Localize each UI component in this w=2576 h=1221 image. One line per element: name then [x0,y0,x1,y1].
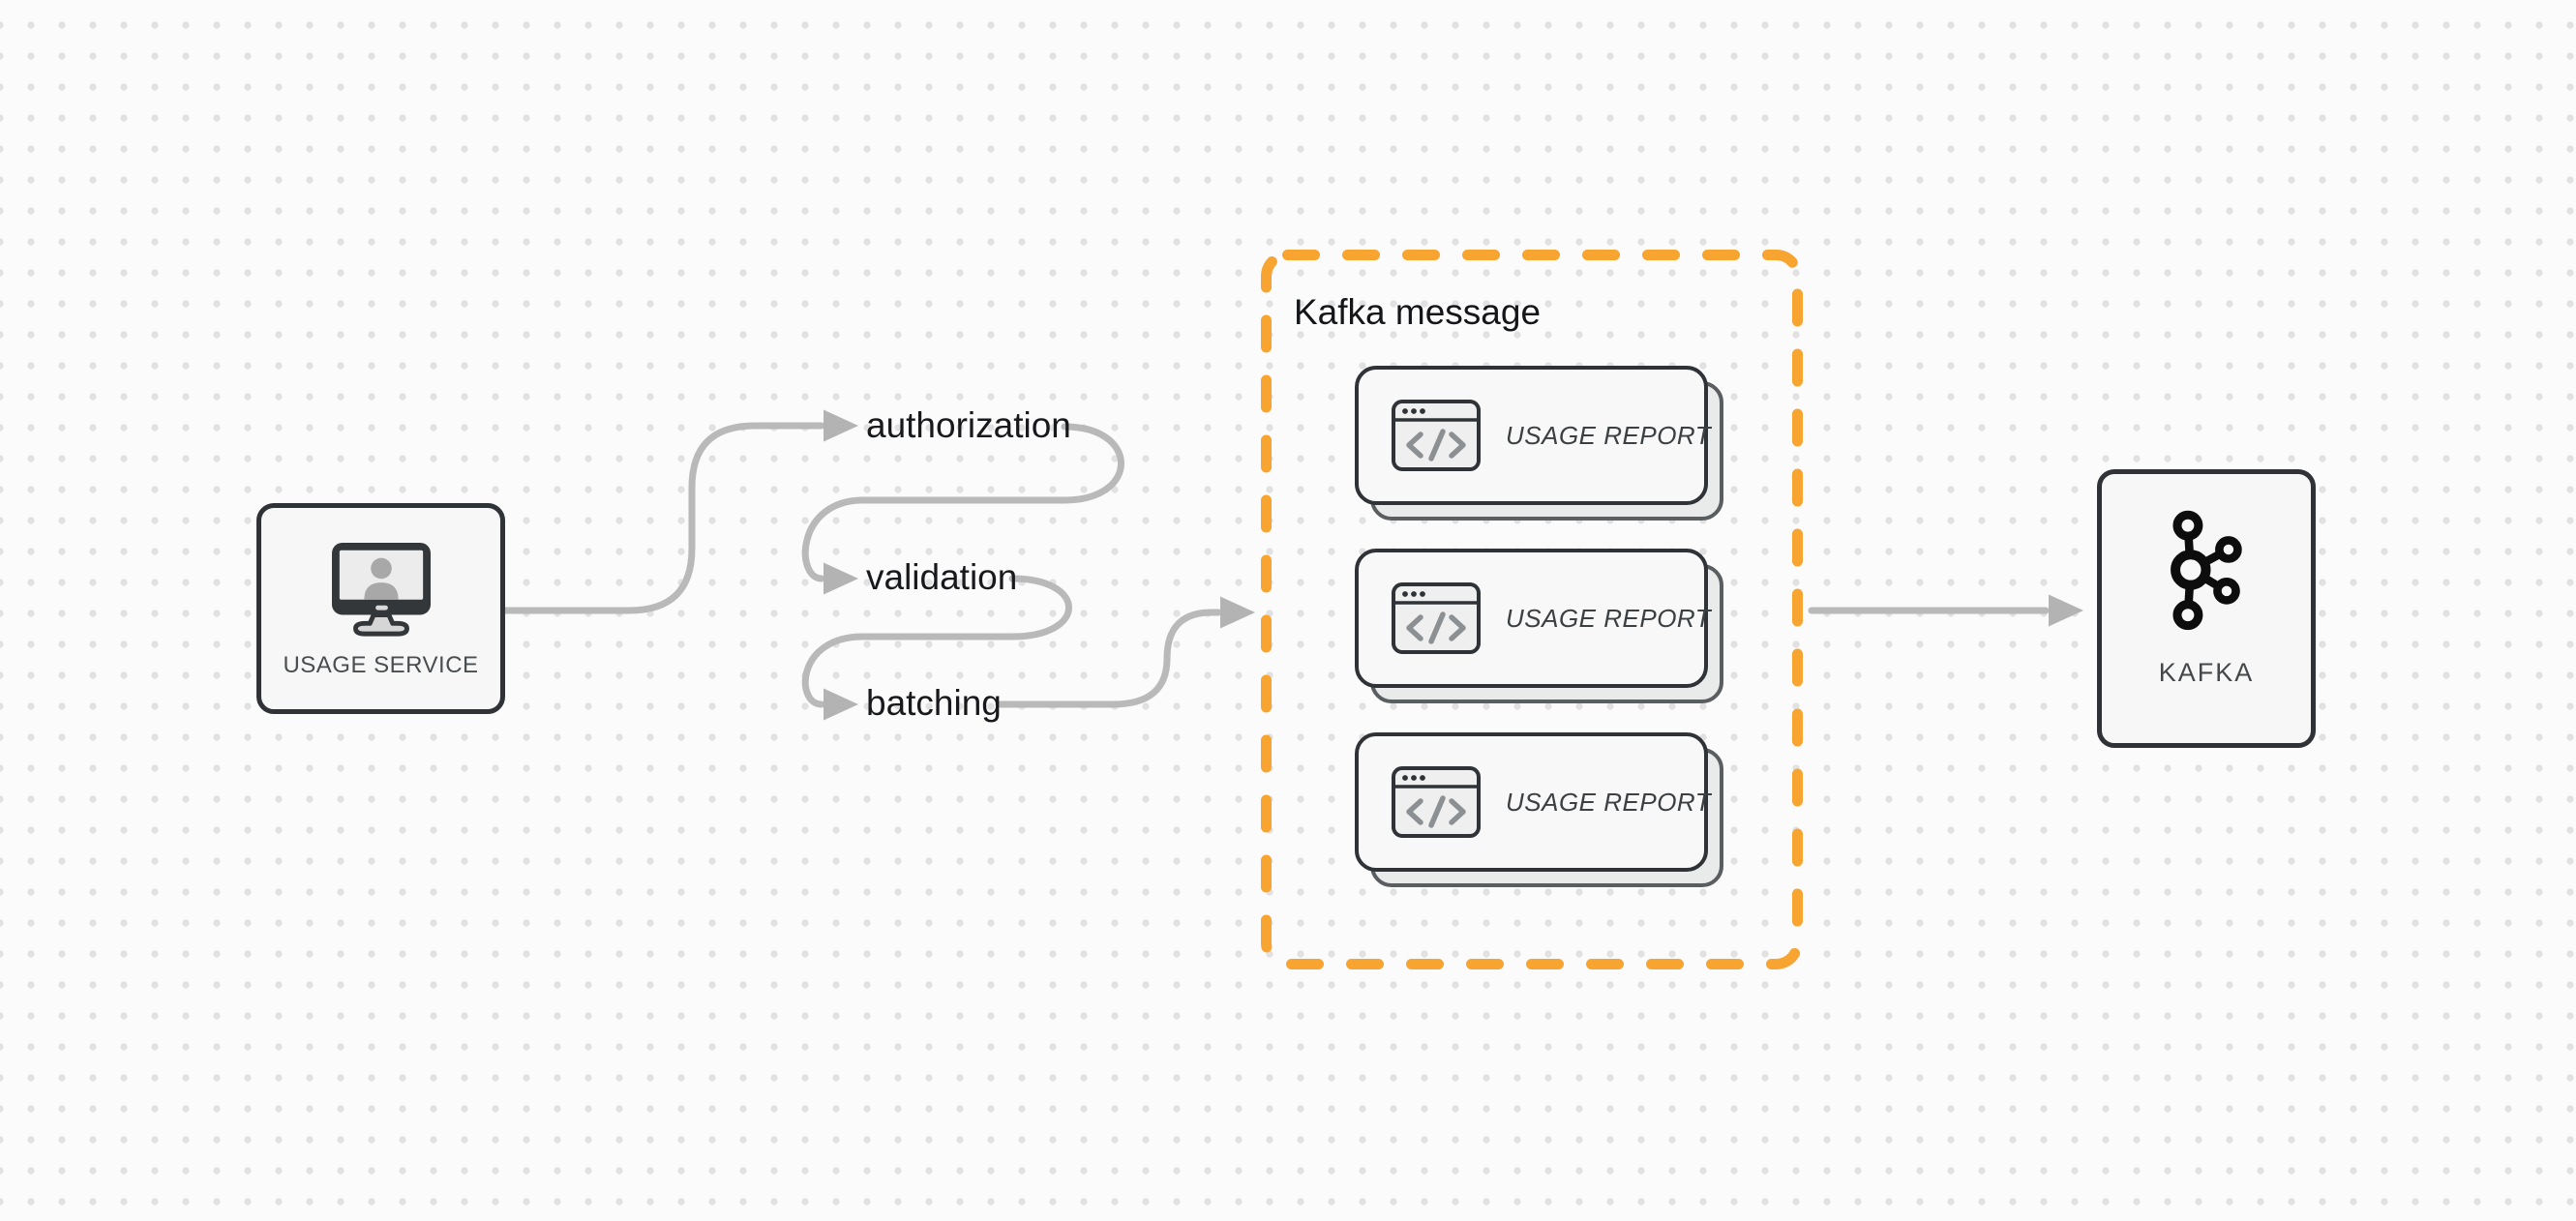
usage-report-label: USAGE REPORT [1506,787,1712,817]
pipeline-step-authorization: authorization [866,405,1071,446]
connector-batching-to-group [995,609,1222,708]
usage-service-label: USAGE SERVICE [283,652,479,678]
monitor-user-icon [331,542,431,637]
arrowhead-icon [824,688,858,721]
code-window-icon [1392,582,1481,654]
kafka-label: KAFKA [2158,658,2255,687]
arrowhead-icon [2049,594,2083,627]
usage-report-card: USAGE REPORT [1355,366,1723,521]
connector-validation-to-batching [801,575,1072,708]
pipeline-step-validation: validation [866,557,1018,598]
usage-report-card: USAGE REPORT [1355,732,1723,887]
kafka-logo-icon [2171,510,2242,631]
kafka-node: KAFKA [2097,469,2316,748]
arrowhead-icon [824,562,858,595]
usage-report-label: USAGE REPORT [1506,420,1712,450]
arrowhead-icon [824,409,858,442]
code-window-icon [1392,766,1481,838]
pipeline-step-batching: batching [866,683,1002,724]
usage-report-card: USAGE REPORT [1355,549,1723,703]
connector-usage-to-authorization [499,422,825,614]
code-window-icon [1392,400,1481,471]
usage-service-node: USAGE SERVICE [256,503,505,714]
arrowhead-icon [1220,596,1255,629]
connector-authorization-to-validation [801,423,1124,582]
usage-report-label: USAGE REPORT [1506,603,1712,633]
kafka-message-group-border [1261,250,1803,969]
kafka-message-group-title: Kafka message [1294,292,1542,333]
